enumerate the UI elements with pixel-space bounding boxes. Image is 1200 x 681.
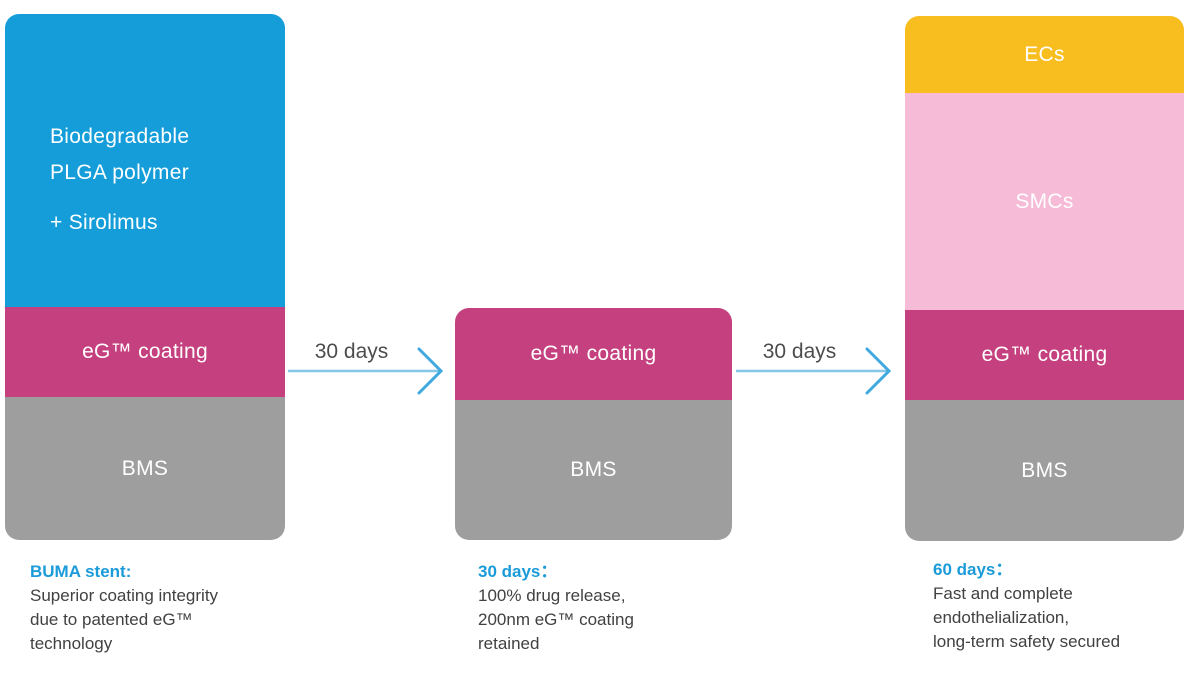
stent-column-day30: eG™ coating BMS [455,308,732,540]
bms-layer-label: BMS [570,458,617,481]
coating-layer-block: eG™ coating [905,310,1184,400]
caption-line: technology [30,634,113,653]
coating-layer-label: eG™ coating [82,340,208,363]
drug-line-1: Biodegradable [50,125,190,148]
caption-line: 100% drug release, [478,586,626,605]
drug-layer-block: Biodegradable PLGA polymer + Sirolimus [5,14,285,307]
caption-line: long-term safety secured [933,632,1121,651]
timeline-arrow-1: 30 days [288,340,445,398]
caption-60-days: 60 days： Fast and complete endothelializ… [933,558,1193,654]
coating-layer-block: eG™ coating [455,308,732,400]
bms-layer-label: BMS [1021,458,1068,482]
arrow-duration-label: 30 days [314,340,389,363]
arrow-right-icon [288,347,444,395]
arrow-duration-label: 30 days [762,340,837,363]
timeline-arrow-2: 30 days [736,340,893,398]
drug-line-3: + Sirolimus [50,211,158,234]
caption-30-days: 30 days： 100% drug release, 200nm eG™ co… [478,560,758,656]
caption-heading: BUMA stent: [30,562,132,581]
drug-layer-text: Biodegradable PLGA polymer + Sirolimus [5,14,189,241]
caption-line: retained [478,634,540,653]
bms-layer-block: BMS [455,400,732,540]
coating-layer-label: eG™ coating [981,343,1108,366]
caption-line: Fast and complete [933,584,1073,603]
smcs-layer-block: SMCs [905,93,1184,310]
coating-layer-label: eG™ coating [530,342,657,365]
drug-line-2: PLGA polymer [50,161,189,184]
caption-buma-stent: BUMA stent: Superior coating integrity d… [30,560,280,656]
arrow-right-icon [736,347,892,395]
caption-line: due to patented eG™ [30,610,193,629]
bms-layer-label: BMS [121,456,169,480]
caption-line: 200nm eG™ coating [478,610,634,629]
caption-line: Superior coating integrity [30,586,219,605]
ecs-layer-block: ECs [905,16,1184,93]
stent-column-day60: ECs SMCs eG™ coating BMS [905,16,1184,541]
coating-layer-block: eG™ coating [5,307,285,397]
bms-layer-block: BMS [5,397,285,540]
bms-layer-block: BMS [905,400,1184,541]
ecs-layer-label: ECs [1024,42,1065,66]
caption-heading: 60 days： [933,560,1013,579]
caption-heading: 30 days： [478,562,558,581]
smcs-layer-label: SMCs [1015,189,1074,213]
stent-column-day0: Biodegradable PLGA polymer + Sirolimus e… [5,14,285,540]
caption-line: endothelialization, [933,608,1070,627]
